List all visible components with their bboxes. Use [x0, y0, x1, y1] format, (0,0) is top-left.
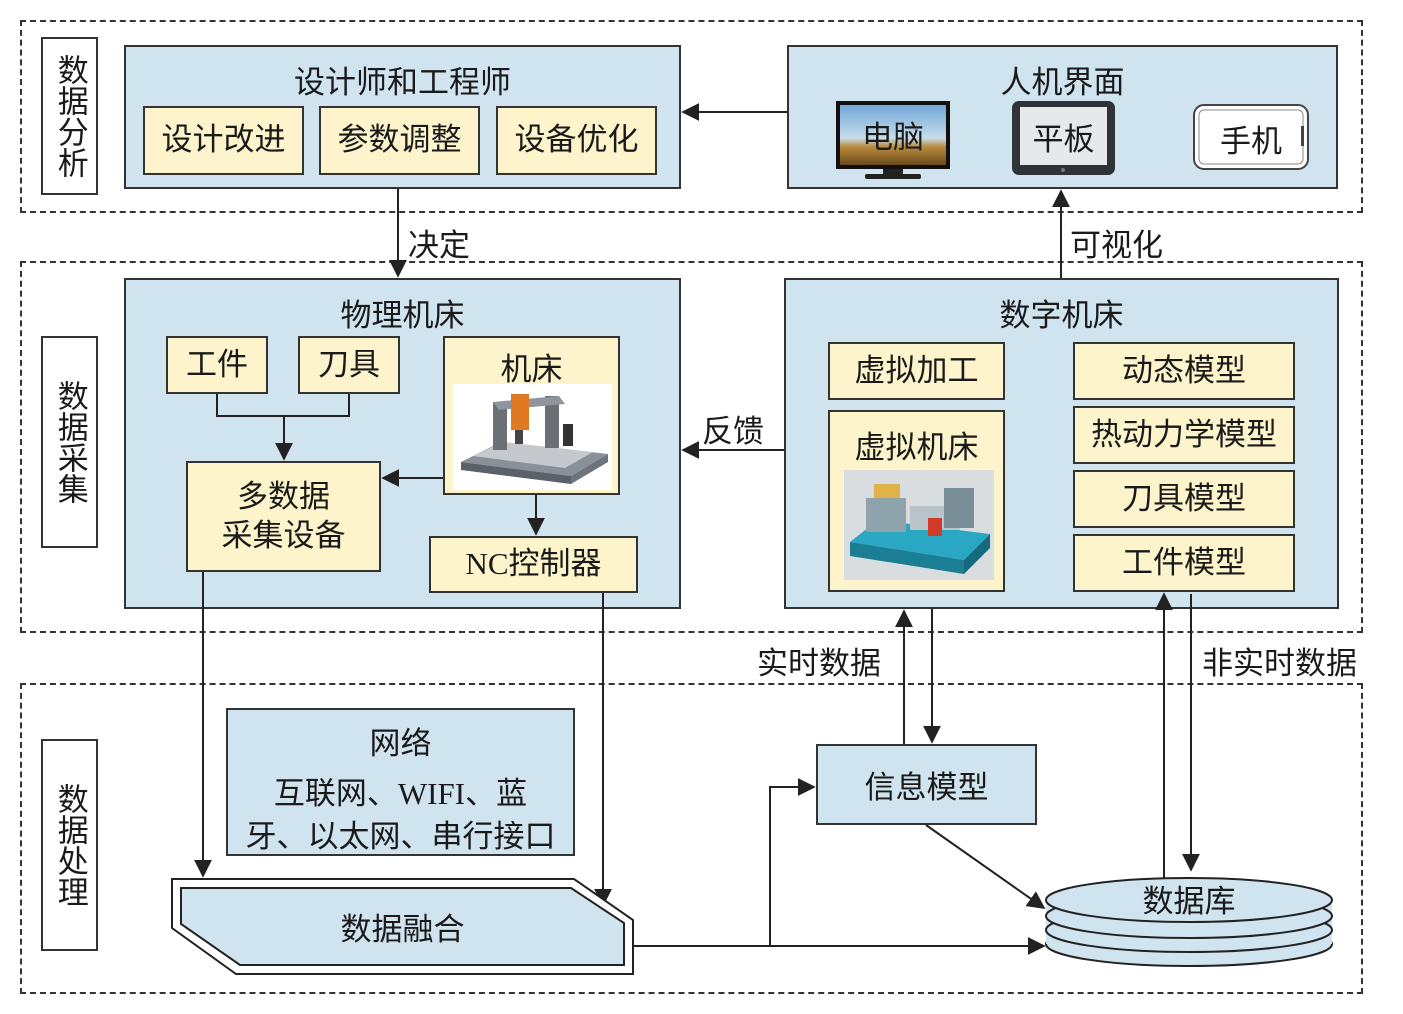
- info-model-box: 信息模型: [816, 744, 1037, 825]
- database-cylinder: [1045, 877, 1333, 967]
- info-to-db-arrow: [925, 824, 1046, 910]
- machine-tool-box: 机床: [443, 336, 620, 495]
- database-label: 数据库: [1142, 884, 1236, 920]
- workpiece-box: 工件: [166, 336, 268, 394]
- layer-label-collection: 数据采集: [41, 336, 98, 548]
- layer-label-analysis: 数据分析: [41, 37, 98, 195]
- visualize-label: 可视化: [1070, 228, 1163, 264]
- nc-controller-box: NC控制器: [429, 536, 638, 593]
- decide-label: 决定: [408, 228, 470, 264]
- virtual-lathe-icon: [844, 470, 994, 580]
- thermodynamic-model-box: 热动力学模型: [1073, 406, 1295, 464]
- virtual-machining-box: 虚拟加工: [828, 342, 1005, 400]
- tool-box: 刀具: [298, 336, 400, 394]
- layer-analysis: [20, 20, 1363, 213]
- multi-data-collector-box: 多数据 采集设备: [186, 461, 381, 572]
- virtual-machine-box: 虚拟机床: [828, 410, 1005, 592]
- hmi-title: 人机界面: [1000, 65, 1125, 101]
- network-line-1: 互联网、WIFI、蓝: [273, 776, 528, 811]
- design-improvement-box: 设计改进: [143, 106, 304, 175]
- realtime-label: 实时数据: [757, 646, 881, 682]
- network-title: 网络: [369, 726, 432, 762]
- workpiece-tool-merge: [216, 394, 350, 417]
- computer-monitor-icon: 电脑: [835, 100, 951, 180]
- workpiece-model-box: 工件模型: [1073, 534, 1295, 592]
- network-box: 网络 互联网、WIFI、蓝 牙、以太网、串行接口: [226, 708, 575, 856]
- digital-machine-title: 数字机床: [999, 298, 1124, 334]
- equipment-optimization-box: 设备优化: [496, 106, 657, 175]
- dynamic-model-box: 动态模型: [1073, 342, 1295, 400]
- cnc-machine-icon: [453, 384, 612, 490]
- tablet-label: 平板: [1032, 122, 1095, 158]
- parameter-adjustment-box: 参数调整: [319, 106, 480, 175]
- machine-tool-label: 机床: [500, 352, 563, 388]
- physical-machine-title: 物理机床: [340, 298, 465, 334]
- layer-label-processing: 数据处理: [41, 739, 98, 951]
- tool-model-box: 刀具模型: [1073, 470, 1295, 528]
- data-fusion-label: 数据融合: [340, 912, 465, 948]
- data-fusion-shape: [171, 878, 634, 975]
- designers-title: 设计师和工程师: [294, 65, 511, 101]
- layer-collection: [20, 261, 1363, 633]
- fusion-to-info-arrow: [633, 778, 816, 947]
- tablet-icon: 平板: [1011, 100, 1116, 176]
- computer-label: 电脑: [862, 120, 924, 156]
- nonrealtime-label: 非实时数据: [1202, 646, 1357, 682]
- network-line-2: 牙、以太网、串行接口: [245, 819, 556, 855]
- virtual-machine-label: 虚拟机床: [854, 430, 979, 466]
- phone-icon: 手机: [1193, 104, 1309, 170]
- layer-processing: [20, 683, 1363, 994]
- feedback-label: 反馈: [702, 414, 764, 450]
- phone-label: 手机: [1220, 124, 1282, 160]
